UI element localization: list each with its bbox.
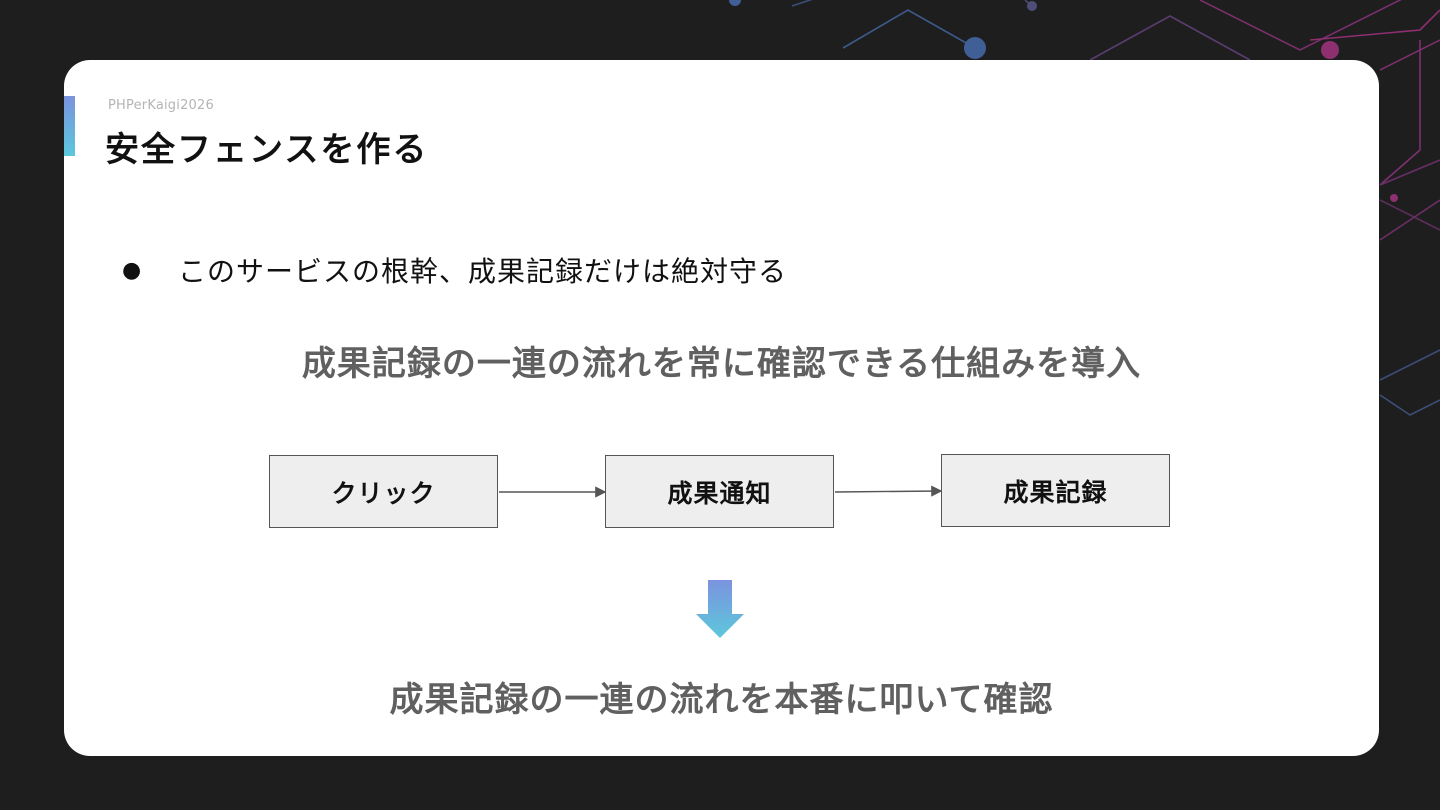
flow-step-click: クリック <box>269 455 498 528</box>
bullet-text: このサービスの根幹、成果記録だけは絶対守る <box>178 255 788 288</box>
arrow-down-icon <box>696 580 744 638</box>
connector-notify-to-record <box>834 485 943 497</box>
bullet-marker: ● <box>122 257 142 283</box>
bullet-item: ● このサービスの根幹、成果記録だけは絶対守る <box>122 250 787 290</box>
flow-step-notify: 成果通知 <box>605 455 834 528</box>
title-accent-bar <box>64 96 75 156</box>
brand-label: PHPerKaigi2026 <box>108 98 214 113</box>
slide-title: 安全フェンスを作る <box>105 130 429 170</box>
headline-top: 成果記録の一連の流れを常に確認できる仕組みを導入 <box>301 344 1142 384</box>
flow-step-record: 成果記録 <box>941 454 1170 527</box>
slide-card: PHPerKaigi2026 安全フェンスを作る ● このサービスの根幹、成果記… <box>64 60 1379 756</box>
headline-bottom: 成果記録の一連の流れを本番に叩いて確認 <box>389 680 1054 720</box>
